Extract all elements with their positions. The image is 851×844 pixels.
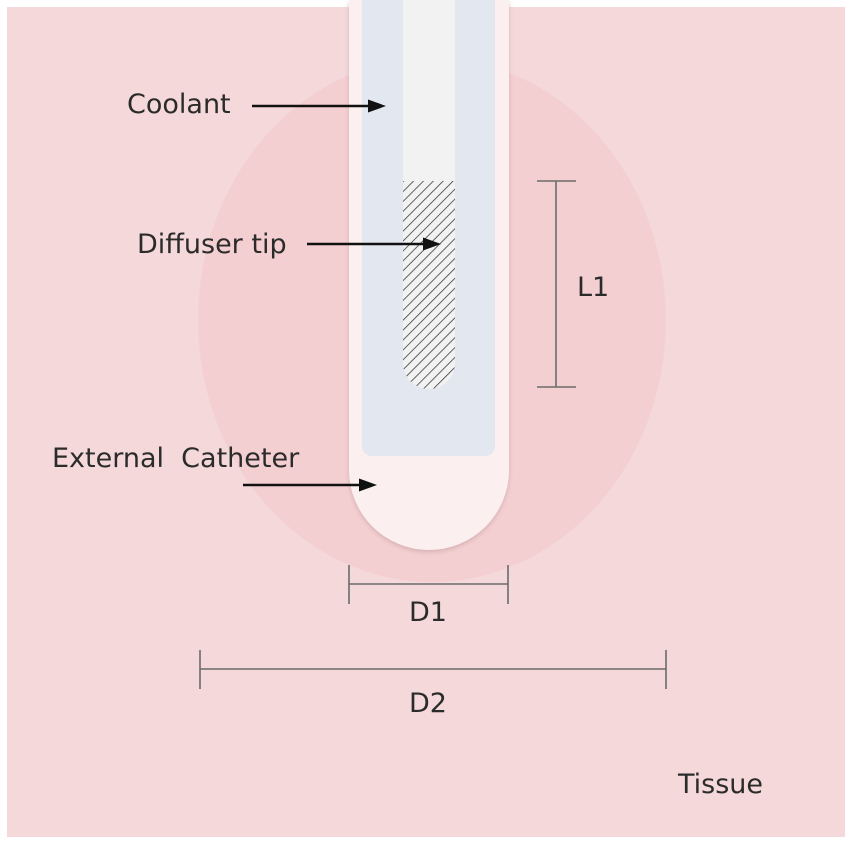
diffuser-tip-arrow: [307, 237, 441, 251]
tissue-label: Tissue: [677, 769, 763, 800]
l1-dimension: [537, 180, 576, 388]
coolant-arrow: [252, 99, 386, 113]
d2-label: D2: [409, 688, 447, 719]
diffuser-tip: [403, 181, 455, 389]
d1-label: D1: [409, 597, 447, 628]
external-catheter-label: External Catheter: [52, 443, 300, 474]
d1-dimension: [348, 565, 509, 604]
external-catheter-arrow: [243, 478, 377, 492]
l1-label: L1: [577, 272, 609, 303]
diffuser-tip-label: Diffuser tip: [137, 229, 287, 260]
d2-dimension: [199, 650, 667, 689]
coolant-label: Coolant: [127, 89, 231, 120]
